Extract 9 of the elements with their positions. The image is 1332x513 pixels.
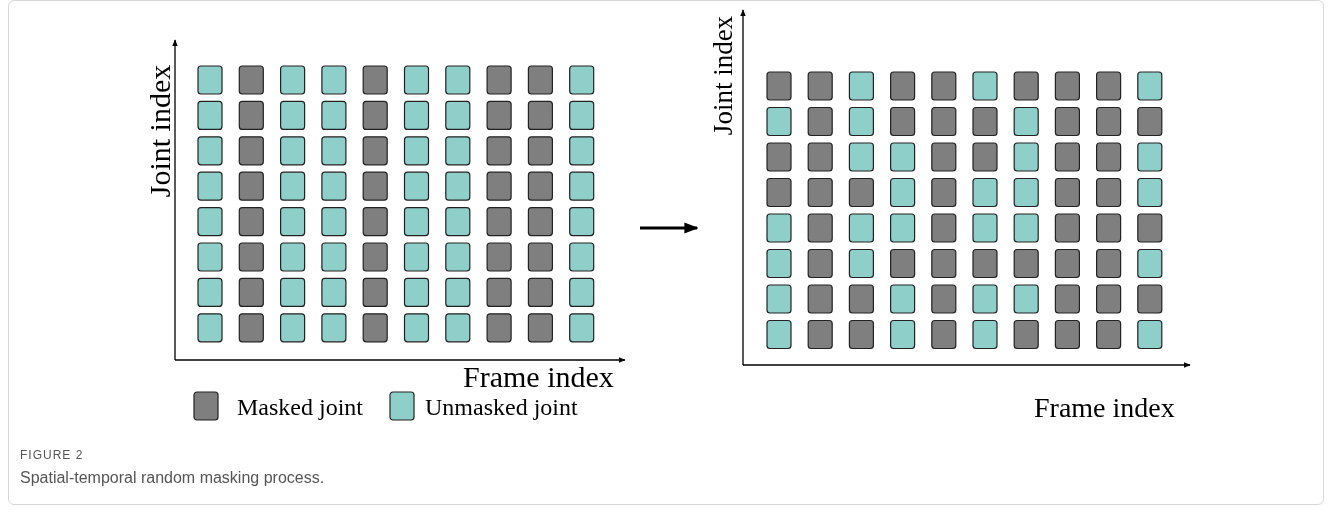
arrow <box>640 222 699 234</box>
axis-label: Joint index <box>709 14 737 138</box>
legend-label: Unmasked joint <box>425 395 578 419</box>
figure-number: FIGURE 2 <box>20 449 84 461</box>
caption: Spatial-temporal random masking process. <box>20 470 325 486</box>
axis-label: Joint index <box>145 63 175 200</box>
axis-label: Frame index <box>463 362 614 392</box>
legend-label: Masked joint <box>237 395 363 419</box>
axis-label: Frame index <box>1034 394 1175 422</box>
